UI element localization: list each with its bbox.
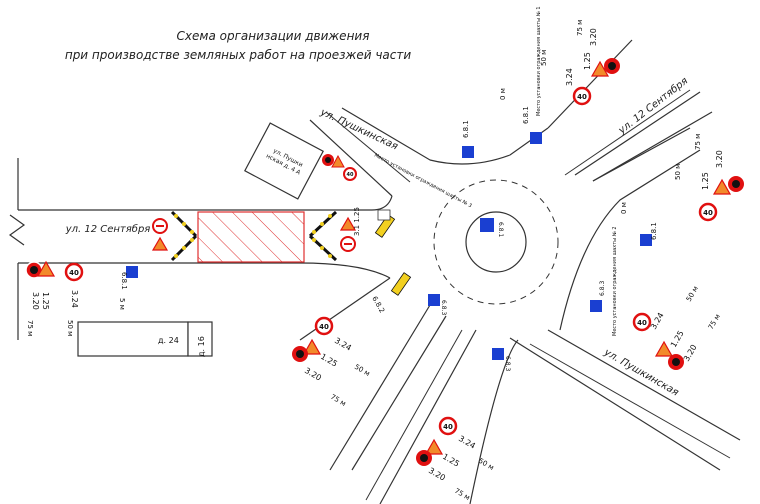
sign-group-se-roundabout: 6.8.3 6.8.3 Место установки ограждения ш… [492, 226, 618, 371]
building-pushkinskaya-4a: ул. Пушки нская д. 4 А [244, 122, 324, 200]
road-outlines [8, 39, 741, 504]
svg-text:3.24: 3.24 [70, 290, 79, 308]
svg-text:6.8.3: 6.8.3 [599, 281, 606, 296]
svg-text:40: 40 [347, 172, 354, 178]
svg-text:3.20: 3.20 [427, 466, 447, 483]
svg-text:3.20: 3.20 [715, 150, 724, 168]
centre-lines [325, 89, 731, 501]
svg-text:50 м: 50 м [674, 164, 682, 180]
svg-text:3.24: 3.24 [457, 434, 477, 451]
svg-text:75 м: 75 м [576, 20, 584, 36]
sign-roadwork-icon [151, 236, 169, 251]
svg-text:д. 24: д. 24 [158, 336, 179, 345]
svg-text:6.8.1: 6.8.1 [497, 222, 504, 237]
svg-text:1.25: 1.25 [41, 292, 50, 310]
work-zone [197, 211, 305, 263]
svg-text:6.8.3: 6.8.3 [504, 356, 511, 371]
svg-text:0 м: 0 м [620, 202, 628, 214]
svg-text:Место установки ограждения шах: Место установки ограждения шахты № 1 [536, 6, 542, 116]
svg-text:50 м: 50 м [540, 50, 548, 66]
sign-group-south: 40 3.24 1.25 3.20 50 м 75 м [416, 416, 495, 502]
svg-text:75 м: 75 м [329, 393, 347, 408]
sign-group-workzone-west [151, 210, 198, 262]
svg-text:1.25: 1.25 [701, 172, 710, 190]
svg-text:Место установки ограждения шах: Место установки ограждения шахты № 3 [373, 152, 473, 209]
svg-text:3.20: 3.20 [682, 343, 699, 363]
svg-text:40: 40 [319, 323, 329, 331]
arrow-barrier-east-icon [308, 210, 338, 262]
svg-text:6.8.1: 6.8.1 [650, 222, 658, 240]
svg-text:40: 40 [637, 319, 647, 327]
sign-group-se: 40 3.24 1.25 3.20 50 м 75 м [632, 285, 722, 370]
svg-text:д. 16: д. 16 [197, 336, 206, 357]
sign-group-sw: 40 3.24 1.25 3.20 50 м 75 м [292, 316, 371, 408]
svg-text:50 м: 50 м [353, 363, 371, 378]
svg-text:40: 40 [443, 423, 453, 431]
sign-group-north: 40 3.20 1.25 3.24 6.8.1 6.8.1 75 м 50 м … [462, 6, 620, 158]
sign-6-8-1-icon [126, 266, 138, 278]
title-line-2: при производстве земляных работ на проез… [65, 48, 412, 62]
svg-text:6.8.1: 6.8.1 [462, 120, 470, 138]
svg-text:3.20: 3.20 [31, 292, 40, 310]
svg-text:75 м: 75 м [694, 134, 702, 150]
sign-group-west-left: 40 3.20 1.25 3.24 6.8.1 75 м 50 м 5 м [25, 260, 138, 336]
svg-text:Место установки ограждения шах: Место установки ограждения шахты № 2 [612, 226, 618, 336]
svg-text:40: 40 [69, 269, 79, 277]
svg-text:3.20: 3.20 [589, 28, 598, 46]
svg-text:5 м: 5 м [118, 298, 126, 310]
svg-text:3.24: 3.24 [333, 336, 353, 353]
svg-text:75 м: 75 м [26, 320, 34, 336]
svg-text:75 м: 75 м [453, 487, 471, 502]
svg-text:1.25: 1.25 [319, 352, 339, 369]
svg-text:3.24: 3.24 [649, 311, 666, 331]
sign-roundabout-centre: 6.8.1 [480, 218, 504, 237]
sign-1-25-icon [36, 260, 56, 277]
svg-text:50 м: 50 м [685, 285, 700, 303]
svg-text:6.8.3: 6.8.3 [440, 300, 447, 315]
svg-text:1.25: 1.25 [583, 52, 592, 70]
building-d24: д. 24 [77, 321, 189, 357]
sign-group-east: 40 3.20 1.25 6.8.1 75 м 50 м 0 м [620, 134, 744, 246]
svg-text:50 м: 50 м [477, 457, 495, 472]
svg-text:6.8.1: 6.8.1 [522, 106, 530, 124]
svg-text:50 м: 50 м [66, 320, 74, 336]
svg-text:3.20: 3.20 [303, 366, 323, 383]
sign-group-sw-corner: 6.8.3 6.8.2 [370, 272, 447, 315]
sign-speed-40-icon [64, 262, 84, 282]
svg-text:1.25: 1.25 [441, 452, 461, 469]
svg-text:3.24: 3.24 [565, 68, 574, 86]
sign-group-nw: 40 Место установки ограждения шахты № 3 [322, 152, 473, 209]
street-label-12-sentyabrya-west: ул. 12 Сентября [65, 223, 151, 235]
title-line-1: Схема организации движения [177, 29, 370, 43]
street-label-pushkinskaya-nw: ул. Пушкинская [318, 107, 400, 153]
svg-text:0 м: 0 м [499, 88, 507, 100]
arrow-barrier-west-icon [170, 210, 198, 262]
svg-text:6.8.2: 6.8.2 [370, 295, 386, 314]
svg-text:75 м: 75 м [707, 313, 722, 331]
sign-group-workzone-east: 3.1 1.25 [308, 207, 396, 262]
svg-text:6.8.1: 6.8.1 [120, 272, 128, 290]
svg-text:40: 40 [703, 209, 713, 217]
svg-text:1.25: 1.25 [669, 329, 686, 349]
building-d16: д. 16 [187, 321, 213, 357]
svg-text:3.1 1.25: 3.1 1.25 [353, 207, 361, 236]
roundabout [433, 179, 559, 305]
svg-text:40: 40 [577, 93, 587, 101]
